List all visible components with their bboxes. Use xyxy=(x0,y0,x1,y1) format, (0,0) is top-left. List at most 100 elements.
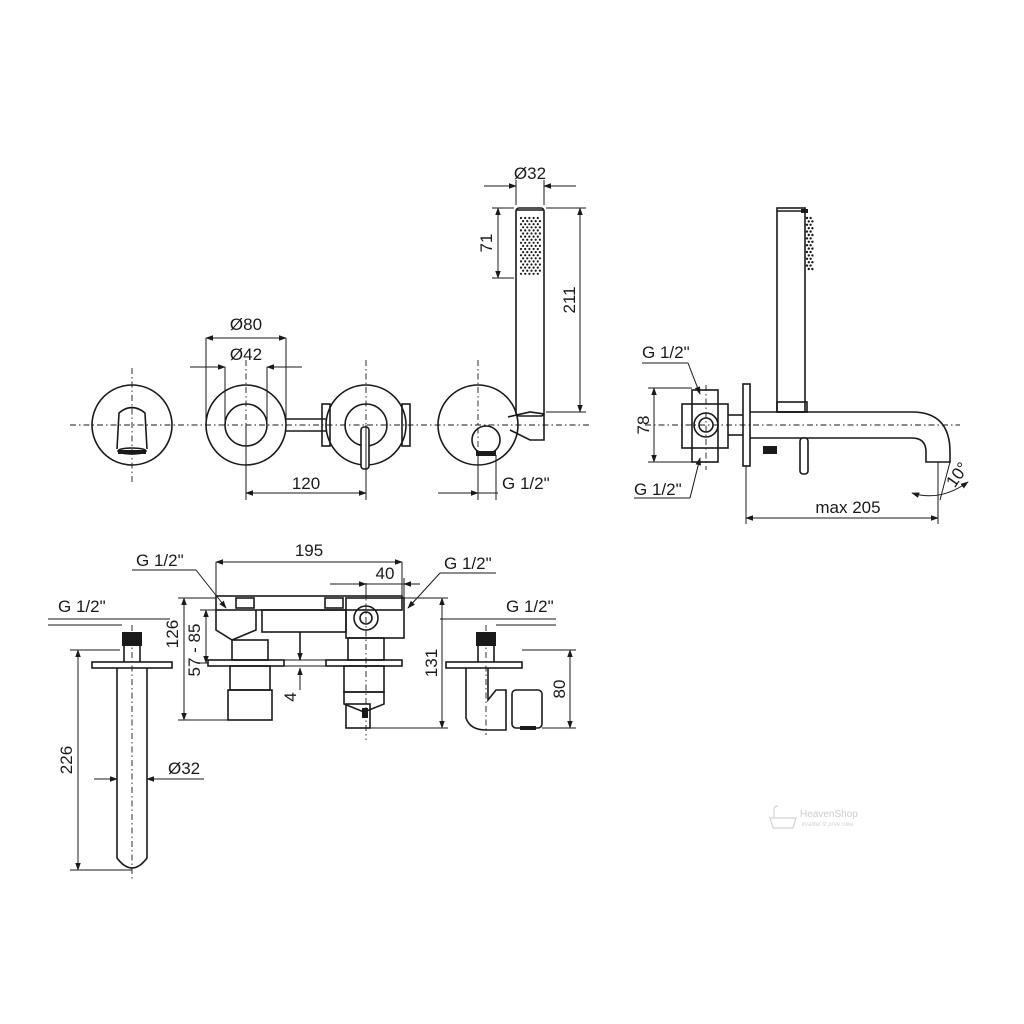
spray-nozzle xyxy=(534,244,537,247)
spray-nozzle xyxy=(528,241,531,244)
hand-shower-front xyxy=(515,207,545,417)
spray-nozzle xyxy=(530,257,533,260)
spray-nozzle xyxy=(811,227,814,230)
spray-nozzle xyxy=(526,269,529,272)
spray-nozzle xyxy=(809,250,812,254)
spray-nozzle xyxy=(522,251,525,254)
spray-nozzle xyxy=(522,238,525,241)
spray-nozzle xyxy=(526,251,529,254)
dim-78-label: 78 xyxy=(634,416,653,435)
spray-nozzle xyxy=(522,226,525,229)
spray-nozzle xyxy=(534,251,537,254)
spray-nozzle xyxy=(536,260,539,263)
spray-nozzle xyxy=(538,232,542,235)
spray-nozzle xyxy=(534,269,537,272)
dim-131-label: 131 xyxy=(422,649,441,677)
dim-side-g-bottom-label: G 1/2" xyxy=(634,480,682,499)
spray-nozzle xyxy=(519,229,523,232)
spray-nozzle xyxy=(811,240,814,243)
dim-211: 211 xyxy=(546,207,586,413)
dim-holder-side-g-label: G 1/2" xyxy=(506,597,554,616)
spray-nozzle xyxy=(519,272,523,275)
spray-nozzle xyxy=(524,272,527,275)
spray-nozzle xyxy=(524,266,527,269)
dim-body-g-right-label: G 1/2" xyxy=(444,554,492,573)
spray-nozzle xyxy=(811,233,814,237)
spray-nozzle xyxy=(528,260,531,263)
dim-body-g-left-label: G 1/2" xyxy=(136,551,184,570)
spray-nozzle xyxy=(805,216,809,220)
spray-nozzle xyxy=(526,226,529,229)
spray-nozzle xyxy=(538,226,542,229)
dim-120-label: 120 xyxy=(292,474,320,493)
mixer-body-front xyxy=(286,403,411,447)
spray-nozzle xyxy=(807,227,810,230)
spray-nozzle xyxy=(519,254,523,257)
spray-nozzle xyxy=(536,266,539,269)
spray-nozzle xyxy=(530,238,533,241)
dim-40-label: 40 xyxy=(376,564,395,583)
spray-nozzle xyxy=(811,261,814,264)
spray-nozzle xyxy=(805,237,809,240)
dim-angle-label: 10° xyxy=(942,459,972,491)
dim-4-label: 4 xyxy=(281,692,300,701)
spray-nozzle xyxy=(536,216,539,220)
spray-nozzle xyxy=(805,244,809,247)
spray-nozzle xyxy=(534,226,537,229)
spray-nozzle xyxy=(532,235,535,238)
spray-nozzle xyxy=(532,247,535,251)
spray-nozzle xyxy=(532,229,535,232)
spray-nozzle xyxy=(532,223,535,226)
spray-nozzle xyxy=(532,266,535,269)
spray-nozzle xyxy=(811,267,814,271)
spray-nozzle xyxy=(536,247,539,251)
spray-nozzle xyxy=(534,263,537,266)
dim-angle: 10° xyxy=(911,459,973,501)
dim-57-85-label: 57 - 85 xyxy=(185,624,204,677)
dim-80: 80 xyxy=(522,649,576,729)
spray-nozzle xyxy=(809,216,812,220)
spray-nozzle xyxy=(522,257,525,260)
dim-57-85: 57 - 85 xyxy=(185,609,216,677)
spray-nozzle xyxy=(530,244,533,247)
spray-nozzle xyxy=(809,230,812,233)
dim-78: 78 xyxy=(634,387,692,463)
dim-holder-thread: G 1/2" xyxy=(438,455,550,500)
spray-nozzle xyxy=(528,223,531,226)
spray-nozzle xyxy=(524,247,527,251)
spray-nozzle xyxy=(807,240,810,243)
dim-211-label: 211 xyxy=(560,286,579,313)
spray-nozzle xyxy=(526,257,529,260)
dim-4: 4 xyxy=(281,640,326,702)
spray-nozzle xyxy=(524,216,527,220)
spray-nozzle xyxy=(526,263,529,266)
spray-nozzle xyxy=(536,229,539,232)
dim-d80: Ø80 xyxy=(205,315,287,420)
spray-nozzle xyxy=(809,223,812,226)
dim-131: 131 xyxy=(370,597,448,729)
spray-nozzle xyxy=(522,232,525,235)
spray-nozzle xyxy=(805,223,809,226)
dim-spout-d32: Ø32 xyxy=(94,759,204,782)
dim-80-label: 80 xyxy=(550,680,569,699)
dim-126-label: 126 xyxy=(163,620,182,648)
dim-226-label: 226 xyxy=(57,746,76,774)
spray-nozzle xyxy=(528,235,531,238)
spray-nozzle xyxy=(524,235,527,238)
spray-nozzle xyxy=(528,247,531,251)
spray-nozzle xyxy=(534,220,537,223)
spray-nozzle xyxy=(809,257,812,260)
spray-nozzle xyxy=(538,251,542,254)
dim-226: 226 xyxy=(57,649,132,871)
spray-nozzle xyxy=(538,269,542,272)
holder-side: G 1/2" 80 xyxy=(440,597,576,735)
dim-195: 195 xyxy=(215,541,403,596)
spray-nozzle xyxy=(532,216,535,220)
dim-40: 40 xyxy=(330,564,420,598)
spray-nozzle xyxy=(519,223,523,226)
spray-nozzle xyxy=(530,269,533,272)
dim-holder-thread-label: G 1/2" xyxy=(502,474,550,493)
spray-nozzle xyxy=(536,223,539,226)
spray-nozzle xyxy=(522,269,525,272)
